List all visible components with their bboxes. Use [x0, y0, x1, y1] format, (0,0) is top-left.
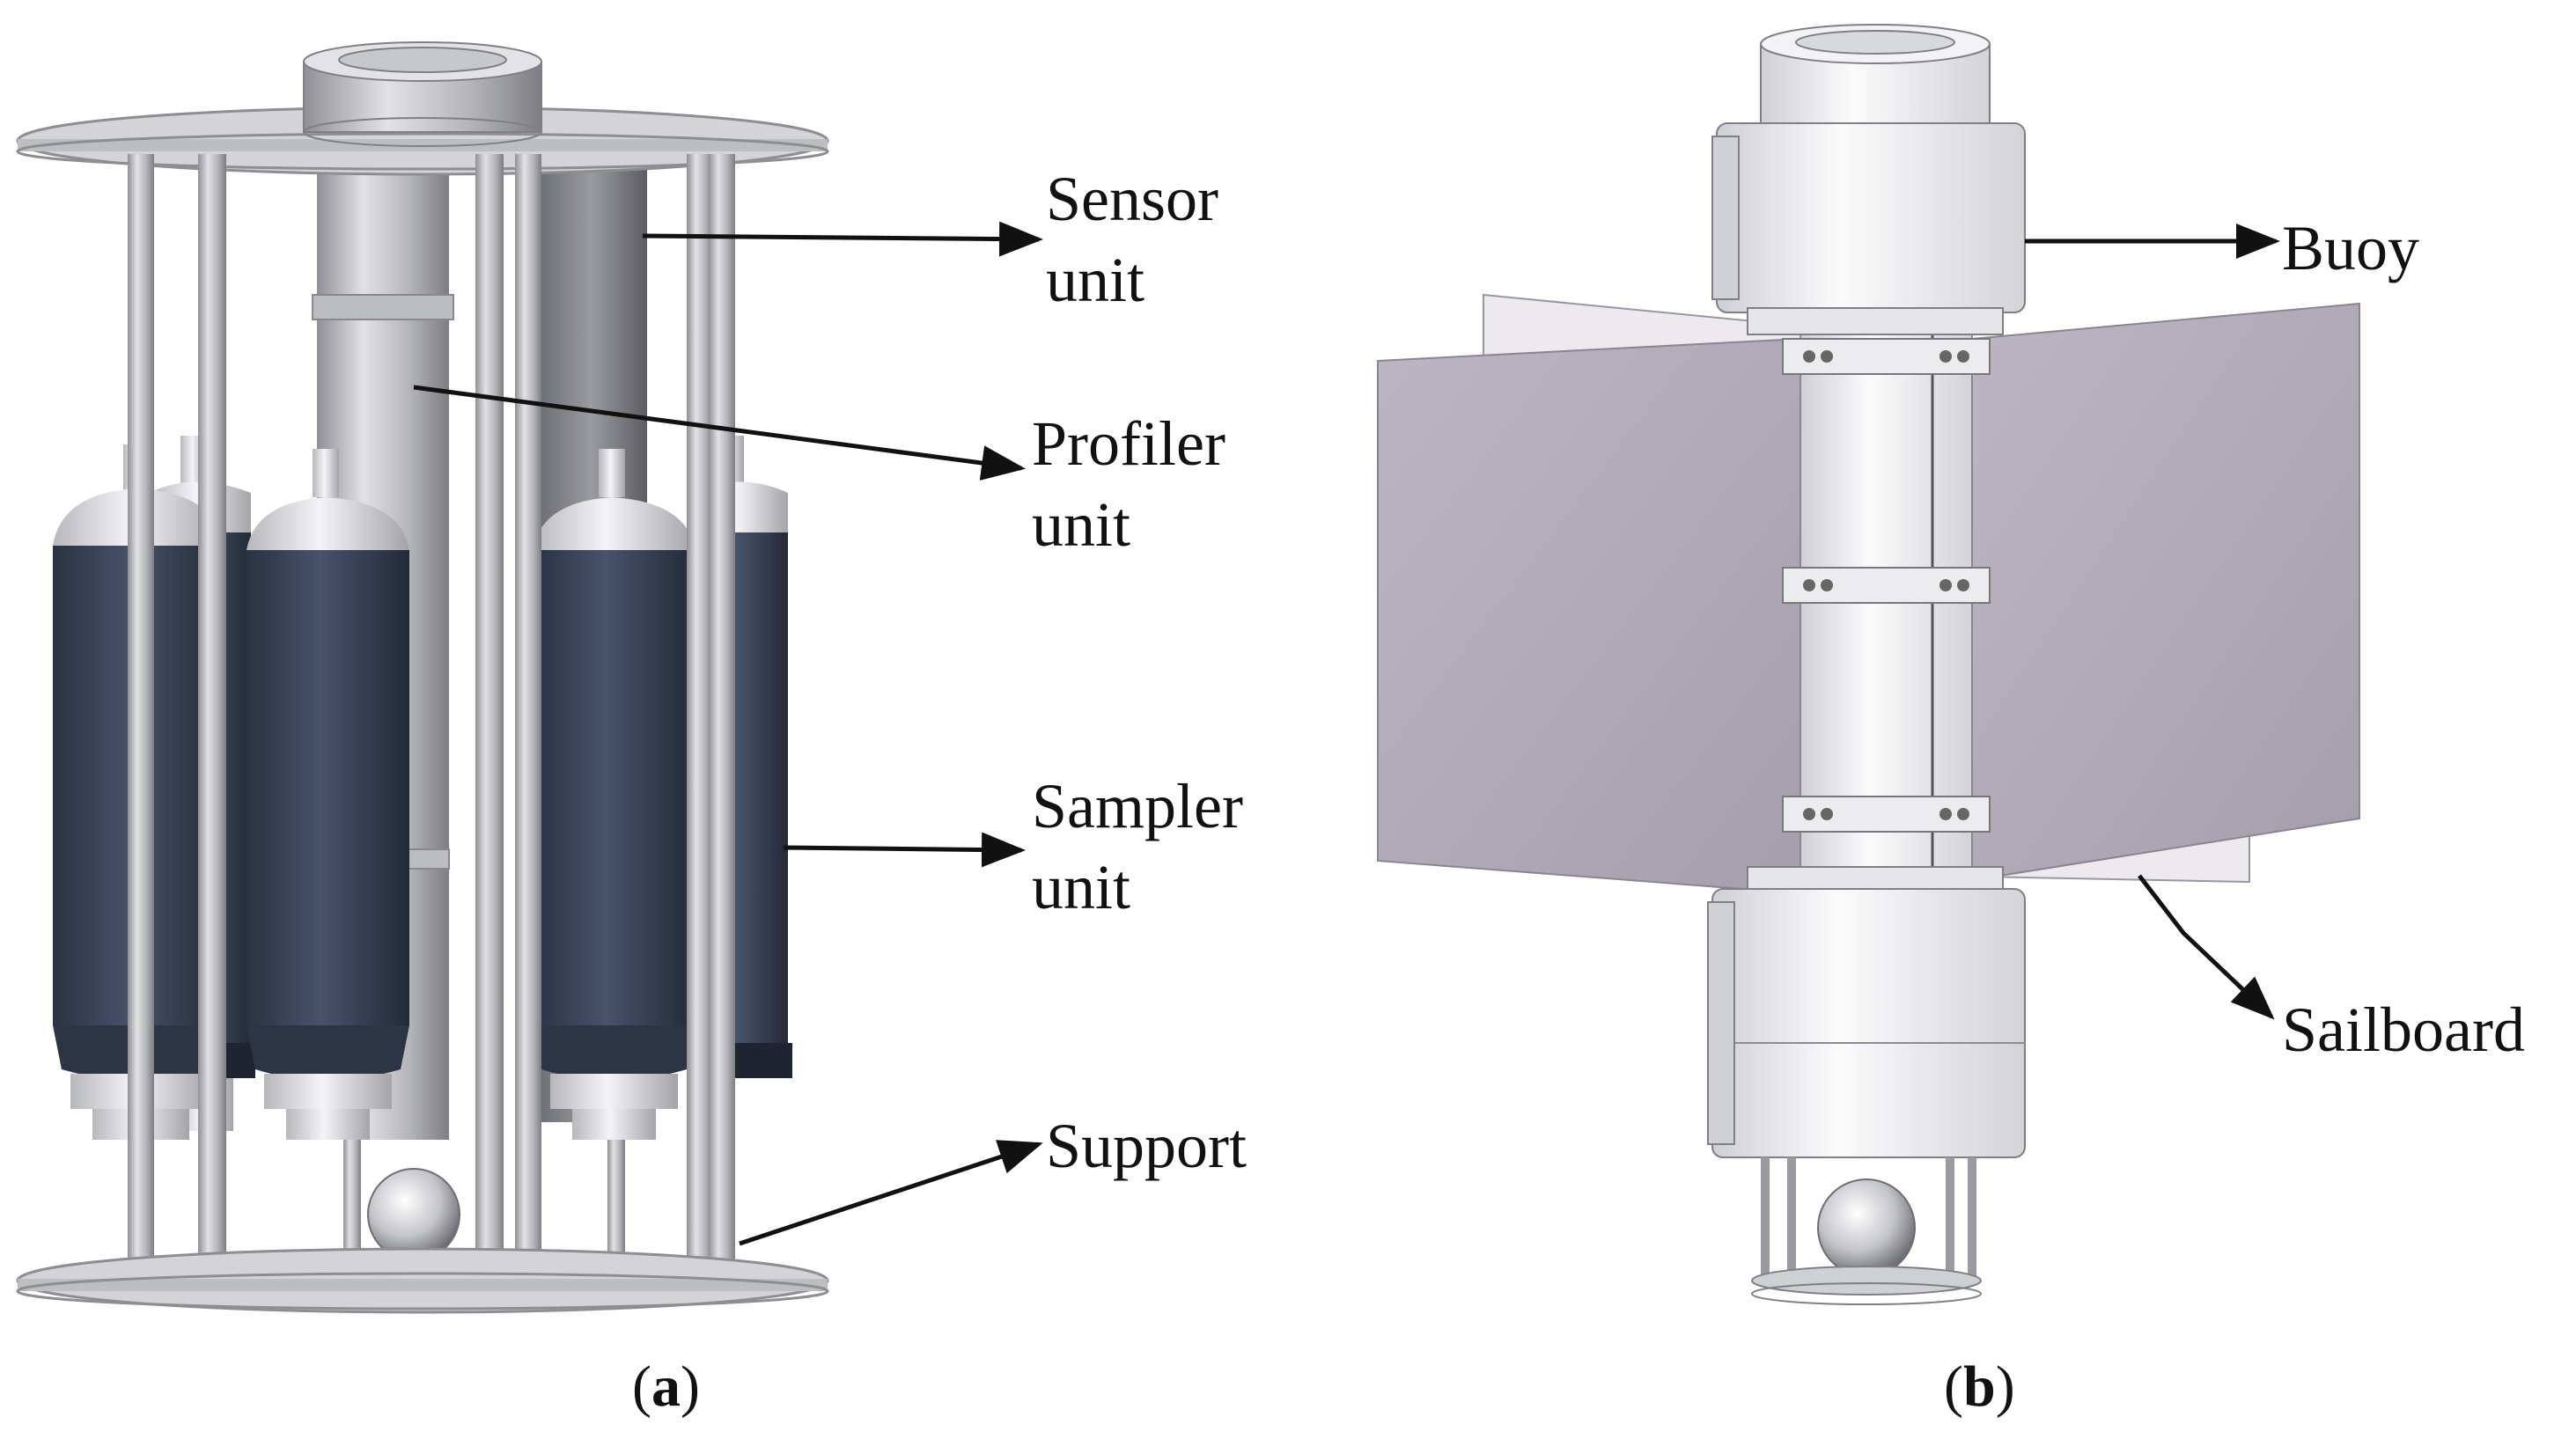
arrow-sampler: [783, 832, 1026, 868]
label-sensor-unit: Sensor unit: [1046, 164, 1218, 315]
panel-a-arrows: [413, 221, 1043, 1246]
buoy-bottom: [1707, 866, 2026, 1158]
label-sampler-unit: Sampler unit: [1032, 771, 1243, 922]
panel-a-device: [16, 41, 829, 1314]
bottom-cage: [1751, 1157, 1982, 1305]
caption-b: (b): [1944, 1355, 2015, 1419]
sampler-front-3: [533, 449, 696, 1140]
sampler-front-2: [247, 449, 409, 1140]
label-profiler-unit: Profiler unit: [1032, 408, 1225, 560]
label-support: Support: [1046, 1111, 1248, 1181]
arrow-support: [739, 1140, 1043, 1246]
arrow-sensor: [642, 221, 1043, 257]
clamps: [1782, 338, 1991, 833]
label-sailboard: Sailboard: [2282, 995, 2525, 1065]
buoy-top: [1711, 24, 2026, 335]
sailboard-left: [1377, 337, 1801, 895]
support-rods: [128, 154, 735, 1289]
arrow-profiler: [413, 385, 1026, 481]
panel-b-arrows: [2025, 224, 2280, 1020]
label-buoy: Buoy: [2282, 213, 2420, 283]
sphere-float: [367, 1168, 460, 1261]
sailboard-right: [1971, 302, 2360, 882]
sphere-float-b: [1817, 1178, 1916, 1277]
caption-a: (a): [632, 1355, 700, 1419]
panel-b-device: [1377, 24, 2360, 1305]
arrow-sailboard: [2138, 874, 2275, 1020]
